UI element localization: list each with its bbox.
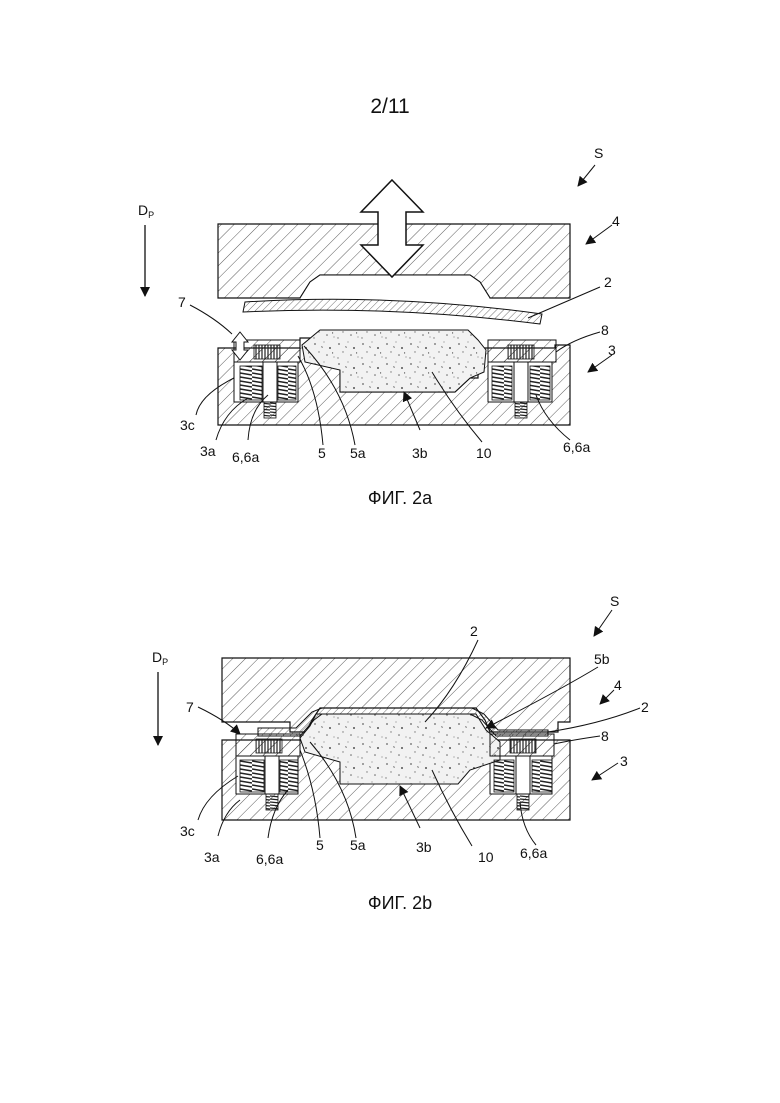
label-2: 2 — [604, 274, 612, 290]
label-6-6a-right: 6,6a — [520, 845, 547, 861]
label-3b: 3b — [416, 839, 432, 855]
label-3c: 3c — [180, 823, 195, 839]
direction-label: DP — [152, 649, 168, 667]
figure-2a: DP — [0, 140, 780, 480]
label-3a: 3a — [200, 443, 216, 459]
label-4: 4 — [614, 677, 622, 693]
label-7: 7 — [178, 294, 186, 310]
label-3a: 3a — [204, 849, 220, 865]
label-3: 3 — [608, 342, 616, 358]
label-8: 8 — [601, 728, 609, 744]
label-8: 8 — [601, 322, 609, 338]
label-3c: 3c — [180, 417, 195, 433]
label-5: 5 — [318, 445, 326, 461]
figure-caption-2b: ФИГ. 2b — [0, 893, 780, 914]
label-10: 10 — [478, 849, 494, 865]
label-6-6a-right: 6,6a — [563, 439, 590, 455]
decor-sheet-2 — [243, 299, 542, 324]
label-10: 10 — [476, 445, 492, 461]
label-3b: 3b — [412, 445, 428, 461]
direction-indicator: DP — [152, 649, 168, 745]
label-5b: 5b — [594, 651, 610, 667]
direction-label: DP — [138, 202, 154, 220]
label-5a: 5a — [350, 837, 366, 853]
label-4: 4 — [612, 213, 620, 229]
label-S: S — [610, 593, 619, 609]
label-3: 3 — [620, 753, 628, 769]
page-number: 2/11 — [0, 95, 780, 119]
label-6-6a: 6,6a — [256, 851, 283, 867]
label-5a: 5a — [350, 445, 366, 461]
label-S: S — [594, 145, 603, 161]
label-2-right: 2 — [641, 699, 649, 715]
label-5: 5 — [316, 837, 324, 853]
label-2-top: 2 — [470, 623, 478, 639]
figure-2b: DP — [0, 585, 780, 875]
direction-indicator: DP — [138, 202, 154, 296]
figure-caption-2a: ФИГ. 2a — [0, 488, 780, 509]
label-6-6a: 6,6a — [232, 449, 259, 465]
label-7: 7 — [186, 699, 194, 715]
